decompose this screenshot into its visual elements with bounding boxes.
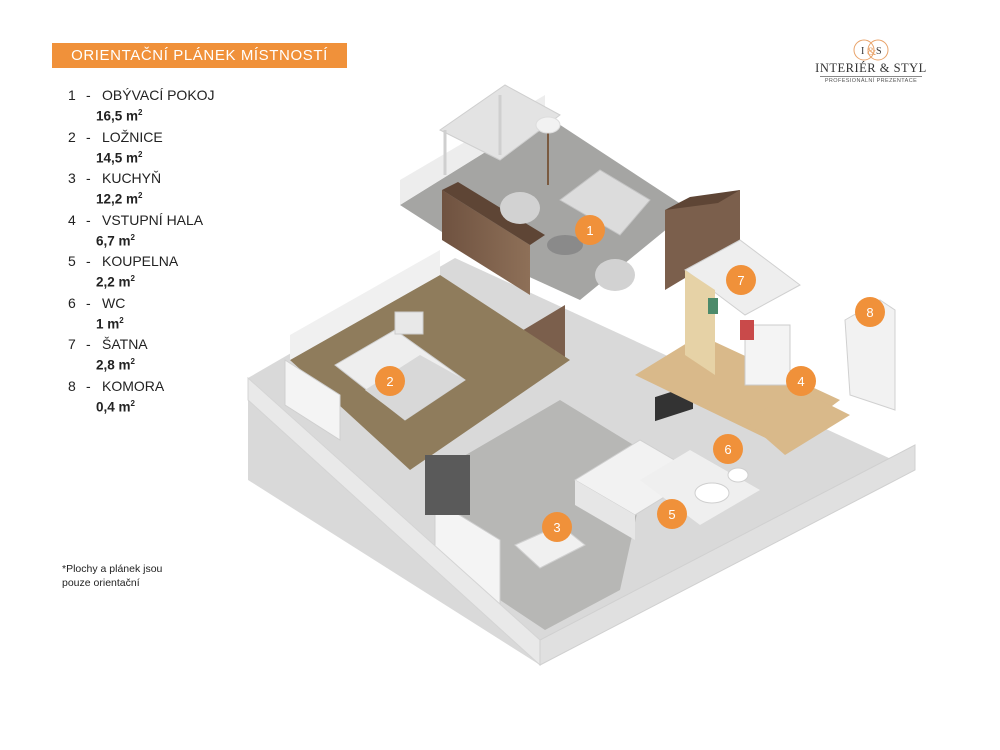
legend-dash: - <box>86 170 91 186</box>
legend-room-area: 14,5 m <box>96 150 139 165</box>
legend-room-name: OBÝVACÍ POKOJ <box>102 87 215 103</box>
wood-wall-left <box>442 190 530 295</box>
legend-number: 3 <box>68 170 76 186</box>
wood-cabinet-right <box>665 190 740 290</box>
legend-area-unit-exponent: 2 <box>138 149 143 159</box>
legend-room-area: 2,8 m <box>96 357 131 373</box>
room-marker-1: 1 <box>575 215 605 245</box>
svg-text:3: 3 <box>553 520 560 535</box>
legend-area-unit-exponent: 2 <box>130 232 135 242</box>
living-room-floor <box>400 115 690 300</box>
legend-number: 4 <box>68 211 76 228</box>
legend-number: 1 <box>68 87 76 103</box>
legend-number: 6 <box>68 294 76 311</box>
clothes-red <box>740 320 754 340</box>
legend-dash: - <box>86 336 91 352</box>
legend-dash: - <box>86 253 91 269</box>
legend-item: 7-ŠATNA 2,8 m2 <box>68 335 268 374</box>
legend-dash: - <box>86 211 91 228</box>
legend-number: 8 <box>68 377 76 394</box>
fridge <box>425 455 470 515</box>
wardrobe-door <box>685 270 715 375</box>
legend-area-unit-exponent: 2 <box>130 357 135 366</box>
legend-room-area: 6,7 m <box>96 233 131 248</box>
legend-room-name: KOUPELNA <box>102 253 179 269</box>
logo-brand-name: INTERIÉR & STYL <box>815 61 927 75</box>
legend-room-area: 0,4 m <box>96 399 131 414</box>
legend-room-name: VSTUPNÍ HALA <box>102 211 204 228</box>
disclaimer-note: *Plochy a plánek jsou pouze orientační <box>62 563 163 589</box>
clothes-green <box>708 298 718 314</box>
bedroom-window <box>284 359 341 441</box>
legend-dash: - <box>86 87 91 103</box>
legend-item: 4-VSTUPNÍ HALA 6,7 m2 <box>68 211 268 250</box>
legend-area-unit-exponent: 2 <box>138 191 143 200</box>
legend-item: 8-KOMORA 0,4 m2 <box>68 377 268 416</box>
logo-tagline: PROFESIONÁLNÍ PREZENTACE <box>820 76 922 84</box>
legend-area-unit-exponent: 2 <box>130 274 135 283</box>
room-marker-6: 6 <box>713 434 743 464</box>
svg-text:5: 5 <box>668 507 675 522</box>
legend-area-unit-exponent: 2 <box>130 398 135 408</box>
logo-letter-right: S <box>876 46 882 57</box>
wood-cabinet-top <box>665 190 740 210</box>
legend-room-area: 1 m <box>96 316 120 331</box>
room-marker-4: 4 <box>786 366 816 396</box>
legend-dash: - <box>86 128 91 145</box>
outer-wall-right <box>539 444 916 666</box>
legend-item: 1-OBÝVACÍ POKOJ 16,5 m2 <box>68 86 268 125</box>
armchair-2 <box>595 259 635 291</box>
bed-blanket <box>365 355 465 420</box>
svg-text:1: 1 <box>586 223 593 238</box>
room-marker-2: 2 <box>375 366 405 396</box>
page-title: ORIENTAČNÍ PLÁNEK MÍSTNOSTÍ <box>71 47 328 64</box>
wood-wall-top <box>442 182 545 245</box>
legend-room-area: 12,2 m <box>96 191 139 207</box>
armchair-1 <box>500 192 540 224</box>
logo-ampersand: & <box>867 44 877 58</box>
legend-room-area: 16,5 m <box>96 108 139 124</box>
legend-room-name: WC <box>102 294 126 311</box>
legend-dash: - <box>86 377 91 394</box>
legend-area-unit-exponent: 2 <box>119 315 124 325</box>
legend-number: 2 <box>68 128 76 145</box>
legend-item: 3-KUCHYŇ 12,2 m2 <box>68 169 268 208</box>
svg-text:2: 2 <box>386 374 393 389</box>
room-marker-8: 8 <box>855 297 885 327</box>
svg-text:8: 8 <box>866 305 873 320</box>
legend-item: 2-LOŽNICE 14,5 m2 <box>68 128 268 167</box>
hallway-floor-2 <box>745 390 850 455</box>
room-legend: 1-OBÝVACÍ POKOJ 16,5 m2 2-LOŽNICE 14,5 m… <box>68 86 268 418</box>
legend-room-name: ŠATNA <box>102 336 148 352</box>
brand-logo: I & S INTERIÉR & STYL PROFESIONÁLNÍ PREZ… <box>812 38 930 86</box>
svg-text:4: 4 <box>797 374 804 389</box>
room-marker-7: 7 <box>726 265 756 295</box>
bedroom-wall <box>290 250 440 360</box>
legend-item: 5-KOUPELNA 2,2 m2 <box>68 252 268 291</box>
legend-number: 5 <box>68 253 76 269</box>
legend-area-unit-exponent: 2 <box>138 108 143 117</box>
room-marker-5: 5 <box>657 499 687 529</box>
coffee-table <box>547 235 583 255</box>
legend-room-name: LOŽNICE <box>102 128 163 145</box>
legend-dash: - <box>86 294 91 311</box>
svg-text:7: 7 <box>737 273 744 288</box>
legend-room-name: KUCHYŇ <box>102 170 162 186</box>
legend-room-area: 2,2 m <box>96 274 131 290</box>
title-banner: ORIENTAČNÍ PLÁNEK MÍSTNOSTÍ <box>52 43 347 68</box>
legend-number: 7 <box>68 336 76 352</box>
logo-letter-left: I <box>861 46 864 57</box>
kitchen-counter-front <box>575 480 635 540</box>
logo-monogram: I & S <box>853 39 889 61</box>
room-marker-3: 3 <box>542 512 572 542</box>
legend-room-name: KOMORA <box>102 377 165 394</box>
legend-item: 6-WC 1 m2 <box>68 294 268 333</box>
toilet <box>727 467 749 483</box>
washbasin <box>694 482 730 504</box>
nightstand <box>394 311 424 335</box>
svg-text:6: 6 <box>724 442 731 457</box>
